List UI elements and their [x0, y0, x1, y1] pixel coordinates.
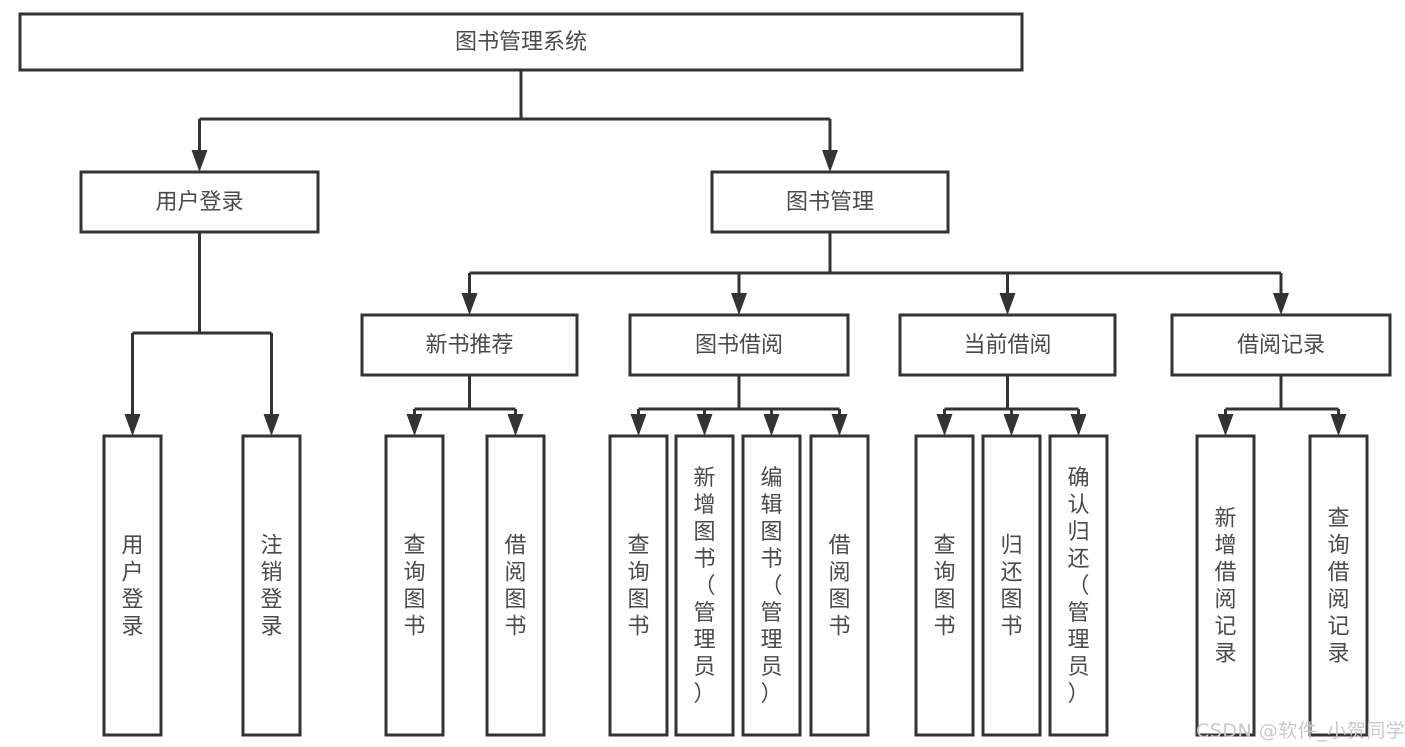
node-borrow-edit-book[interactable]: 编辑图书（管理员）	[741, 434, 802, 737]
root-to-level2-arrow-1	[822, 150, 838, 172]
node-current-borrow[interactable]: 当前借阅	[898, 313, 1117, 377]
node-box-recommend-query-book	[384, 434, 445, 737]
node-current-confirm-return[interactable]: 确认归还（管理员）	[1048, 434, 1109, 737]
node-root[interactable]: 图书管理系统	[18, 12, 1024, 72]
node-box-book-borrow	[628, 313, 850, 377]
node-box-borrow-add-book	[674, 434, 735, 737]
node-label-borrow-record: 借阅记录	[1237, 333, 1325, 358]
node-record-add[interactable]: 新增借阅记录	[1195, 434, 1256, 737]
node-box-record-add	[1195, 434, 1256, 737]
borrow-record-children-arrow-0	[1217, 414, 1234, 436]
node-label-new-book-recommend: 新书推荐	[425, 333, 513, 358]
node-current-query-book[interactable]: 查询图书	[914, 434, 975, 737]
book-management-children-arrow-2	[999, 293, 1016, 315]
node-label-borrow-add-book: 新增图书（管理员）	[693, 466, 715, 707]
node-box-current-borrow	[898, 313, 1117, 377]
user-login-children-arrow-1	[263, 414, 280, 436]
node-book-borrow[interactable]: 图书借阅	[628, 313, 850, 377]
current-borrow-children-arrow-1	[1003, 414, 1020, 436]
node-recommend-query-book[interactable]: 查询图书	[384, 434, 445, 737]
node-label-book-borrow: 图书借阅	[695, 333, 783, 358]
node-label-current-query-book: 查询图书	[933, 534, 955, 640]
new-book-recommend-children-arrow-1	[507, 414, 524, 436]
node-recommend-borrow-book[interactable]: 借阅图书	[485, 434, 546, 737]
node-box-user-logout	[241, 434, 302, 737]
node-label-user-login-do: 用户登录	[121, 534, 143, 640]
node-current-return-book[interactable]: 归还图书	[981, 434, 1042, 737]
user-login-children-arrow-0	[124, 414, 141, 436]
node-box-record-query	[1308, 434, 1369, 737]
node-user-login[interactable]: 用户登录	[79, 170, 320, 234]
node-box-recommend-borrow-book	[485, 434, 546, 737]
node-box-borrow-record	[1170, 313, 1392, 377]
node-box-borrow-borrow-book	[809, 434, 870, 737]
node-user-logout[interactable]: 注销登录	[241, 434, 302, 737]
node-box-borrow-edit-book	[741, 434, 802, 737]
current-borrow-children-arrow-2	[1070, 414, 1087, 436]
node-label-borrow-borrow-book: 借阅图书	[828, 534, 850, 640]
book-borrow-children-arrow-1	[696, 414, 713, 436]
node-label-user-logout: 注销登录	[260, 534, 282, 640]
node-box-book-management	[710, 170, 950, 234]
node-borrow-record[interactable]: 借阅记录	[1170, 313, 1392, 377]
node-box-root	[18, 12, 1024, 72]
book-management-children-arrow-0	[461, 293, 478, 315]
node-label-root: 图书管理系统	[455, 30, 587, 55]
node-box-current-return-book	[981, 434, 1042, 737]
node-record-query[interactable]: 查询借阅记录	[1308, 434, 1369, 737]
node-book-management[interactable]: 图书管理	[710, 170, 950, 234]
book-borrow-children-arrow-2	[763, 414, 780, 436]
node-borrow-borrow-book[interactable]: 借阅图书	[809, 434, 870, 737]
node-box-user-login-do	[102, 434, 163, 737]
node-label-recommend-borrow-book: 借阅图书	[504, 534, 526, 640]
current-borrow-children-arrow-0	[936, 414, 953, 436]
node-label-record-query: 查询借阅记录	[1327, 507, 1349, 667]
node-label-record-add: 新增借阅记录	[1214, 507, 1236, 667]
book-borrow-children-arrow-0	[630, 414, 647, 436]
borrow-record-children-arrow-1	[1330, 414, 1347, 436]
node-label-current-borrow: 当前借阅	[963, 333, 1051, 358]
node-new-book-recommend[interactable]: 新书推荐	[360, 313, 579, 377]
node-user-login-do[interactable]: 用户登录	[102, 434, 163, 737]
new-book-recommend-children-arrow-0	[406, 414, 423, 436]
node-box-user-login	[79, 170, 320, 234]
node-label-user-login: 用户登录	[155, 190, 243, 215]
node-box-new-book-recommend	[360, 313, 579, 377]
connector-layer	[124, 70, 1347, 436]
node-borrow-add-book[interactable]: 新增图书（管理员）	[674, 434, 735, 737]
book-management-children-arrow-3	[1273, 293, 1289, 315]
node-label-borrow-query-book: 查询图书	[627, 534, 649, 640]
node-box-current-query-book	[914, 434, 975, 737]
node-box-current-confirm-return	[1048, 434, 1109, 737]
node-box-borrow-query-book	[608, 434, 669, 737]
node-layer: 图书管理系统用户登录用户登录注销登录图书管理新书推荐查询图书借阅图书图书借阅查询…	[18, 12, 1392, 737]
root-to-level2-arrow-0	[191, 150, 208, 172]
node-label-recommend-query-book: 查询图书	[403, 534, 425, 640]
node-borrow-query-book[interactable]: 查询图书	[608, 434, 669, 737]
node-label-borrow-edit-book: 编辑图书（管理员）	[760, 466, 782, 707]
node-label-book-management: 图书管理	[786, 190, 874, 215]
node-label-current-return-book: 归还图书	[1000, 534, 1022, 640]
book-management-children-arrow-1	[731, 293, 747, 315]
node-label-current-confirm-return: 确认归还（管理员）	[1067, 466, 1089, 707]
book-borrow-children-arrow-3	[831, 414, 848, 436]
